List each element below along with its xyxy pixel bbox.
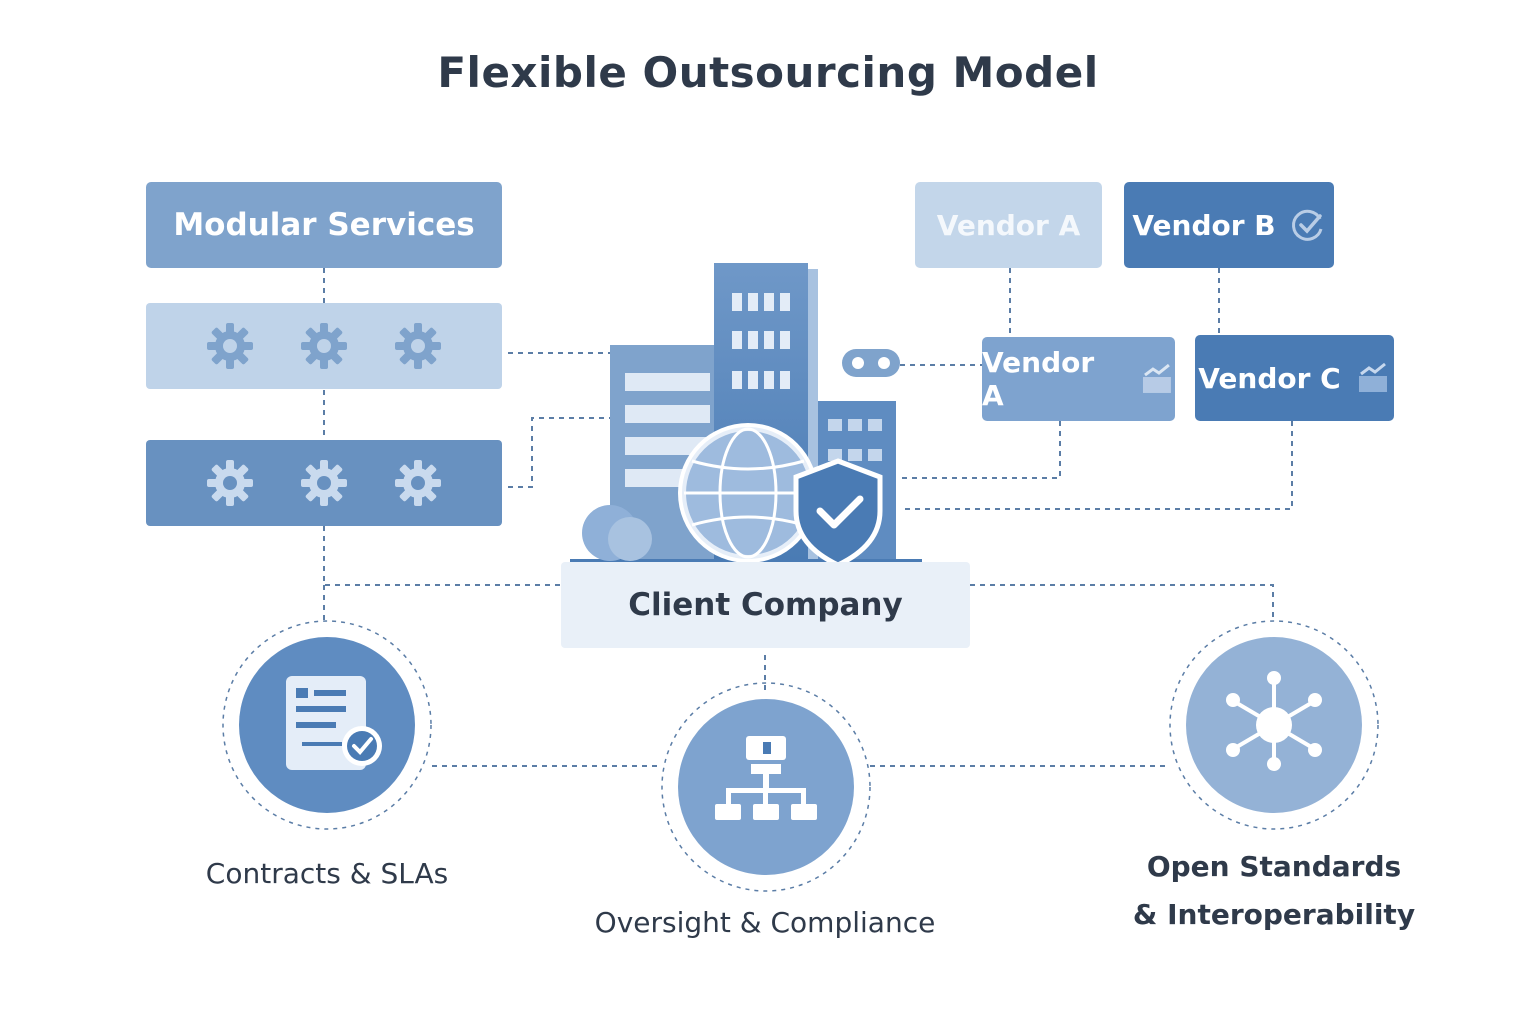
vendor-b: Vendor B	[1124, 182, 1334, 268]
vendor-label: Vendor B	[1132, 208, 1276, 242]
gear-icon	[301, 460, 347, 506]
client-company-illustration	[570, 263, 922, 568]
gear-icon	[395, 460, 441, 506]
standards-circle	[1169, 620, 1379, 830]
gear-icon	[207, 460, 253, 506]
gear-icon	[207, 323, 253, 369]
contracts-circle	[222, 620, 432, 830]
vendor-label: Vendor A	[936, 208, 1081, 242]
standards-label-line2: & Interoperability	[1132, 898, 1416, 931]
oversight-label: Oversight & Compliance	[594, 906, 936, 939]
vendor-a-top: Vendor A	[915, 182, 1102, 268]
globe-icon	[582, 423, 818, 563]
contracts-label: Contracts & SLAs	[205, 857, 449, 890]
vendor-c: Vendor C	[1195, 335, 1394, 421]
modular-services-header: Modular Services	[146, 182, 502, 268]
gear-icon	[301, 323, 347, 369]
vendor-label: Vendor A	[982, 346, 1095, 412]
page-title: Flexible Outsourcing Model	[437, 48, 1099, 97]
contract-check-icon	[286, 676, 382, 770]
gear-icon	[395, 323, 441, 369]
package-growth-icon	[1358, 362, 1387, 392]
client-company-box: Client Company	[561, 562, 970, 648]
link-icon	[842, 349, 900, 377]
standards-label-line1: Open Standards	[1146, 850, 1402, 883]
org-hierarchy-icon	[715, 736, 817, 820]
network-hub-icon	[1226, 671, 1322, 771]
package-growth-icon	[1143, 363, 1172, 393]
vendor-a-mid: Vendor A	[982, 337, 1175, 421]
check-circle-icon	[1291, 209, 1323, 241]
service-module-row-1	[146, 303, 502, 389]
oversight-circle	[661, 682, 871, 892]
service-module-row-2	[146, 440, 502, 526]
vendor-label: Vendor C	[1198, 361, 1341, 395]
